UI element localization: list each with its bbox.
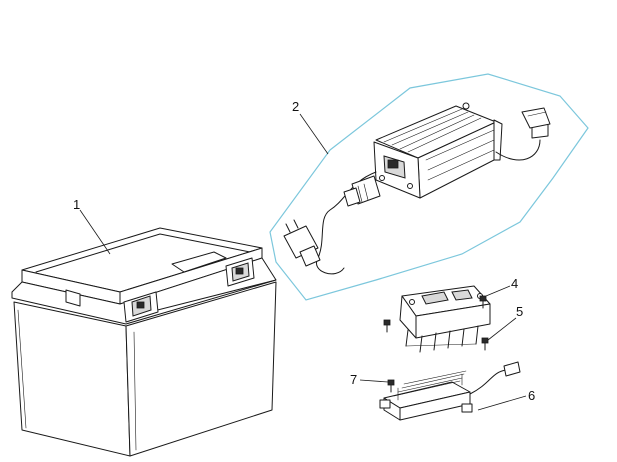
heat-sink-module <box>379 361 521 421</box>
callout-6: 6 <box>528 388 535 403</box>
battery-socket-rear <box>225 257 255 287</box>
leader-2 <box>299 113 329 155</box>
leader-4 <box>485 285 511 297</box>
leader-7 <box>359 379 389 383</box>
charger-group-outline <box>269 73 589 301</box>
charger-input-cable <box>283 171 381 275</box>
charger-output-cable <box>495 107 551 161</box>
battery-socket-front <box>123 291 159 323</box>
leader-5 <box>487 317 517 341</box>
screw-7 <box>387 379 395 393</box>
controller <box>399 285 491 353</box>
charger <box>373 102 503 199</box>
callout-5: 5 <box>516 304 523 319</box>
screw-5 <box>383 295 489 351</box>
callout-4: 4 <box>511 276 518 291</box>
battery <box>11 227 277 457</box>
callout-2: 2 <box>292 99 299 114</box>
leader-1 <box>79 209 111 255</box>
leader-6 <box>477 395 527 411</box>
callout-7: 7 <box>350 372 357 387</box>
callout-1: 1 <box>73 197 80 212</box>
